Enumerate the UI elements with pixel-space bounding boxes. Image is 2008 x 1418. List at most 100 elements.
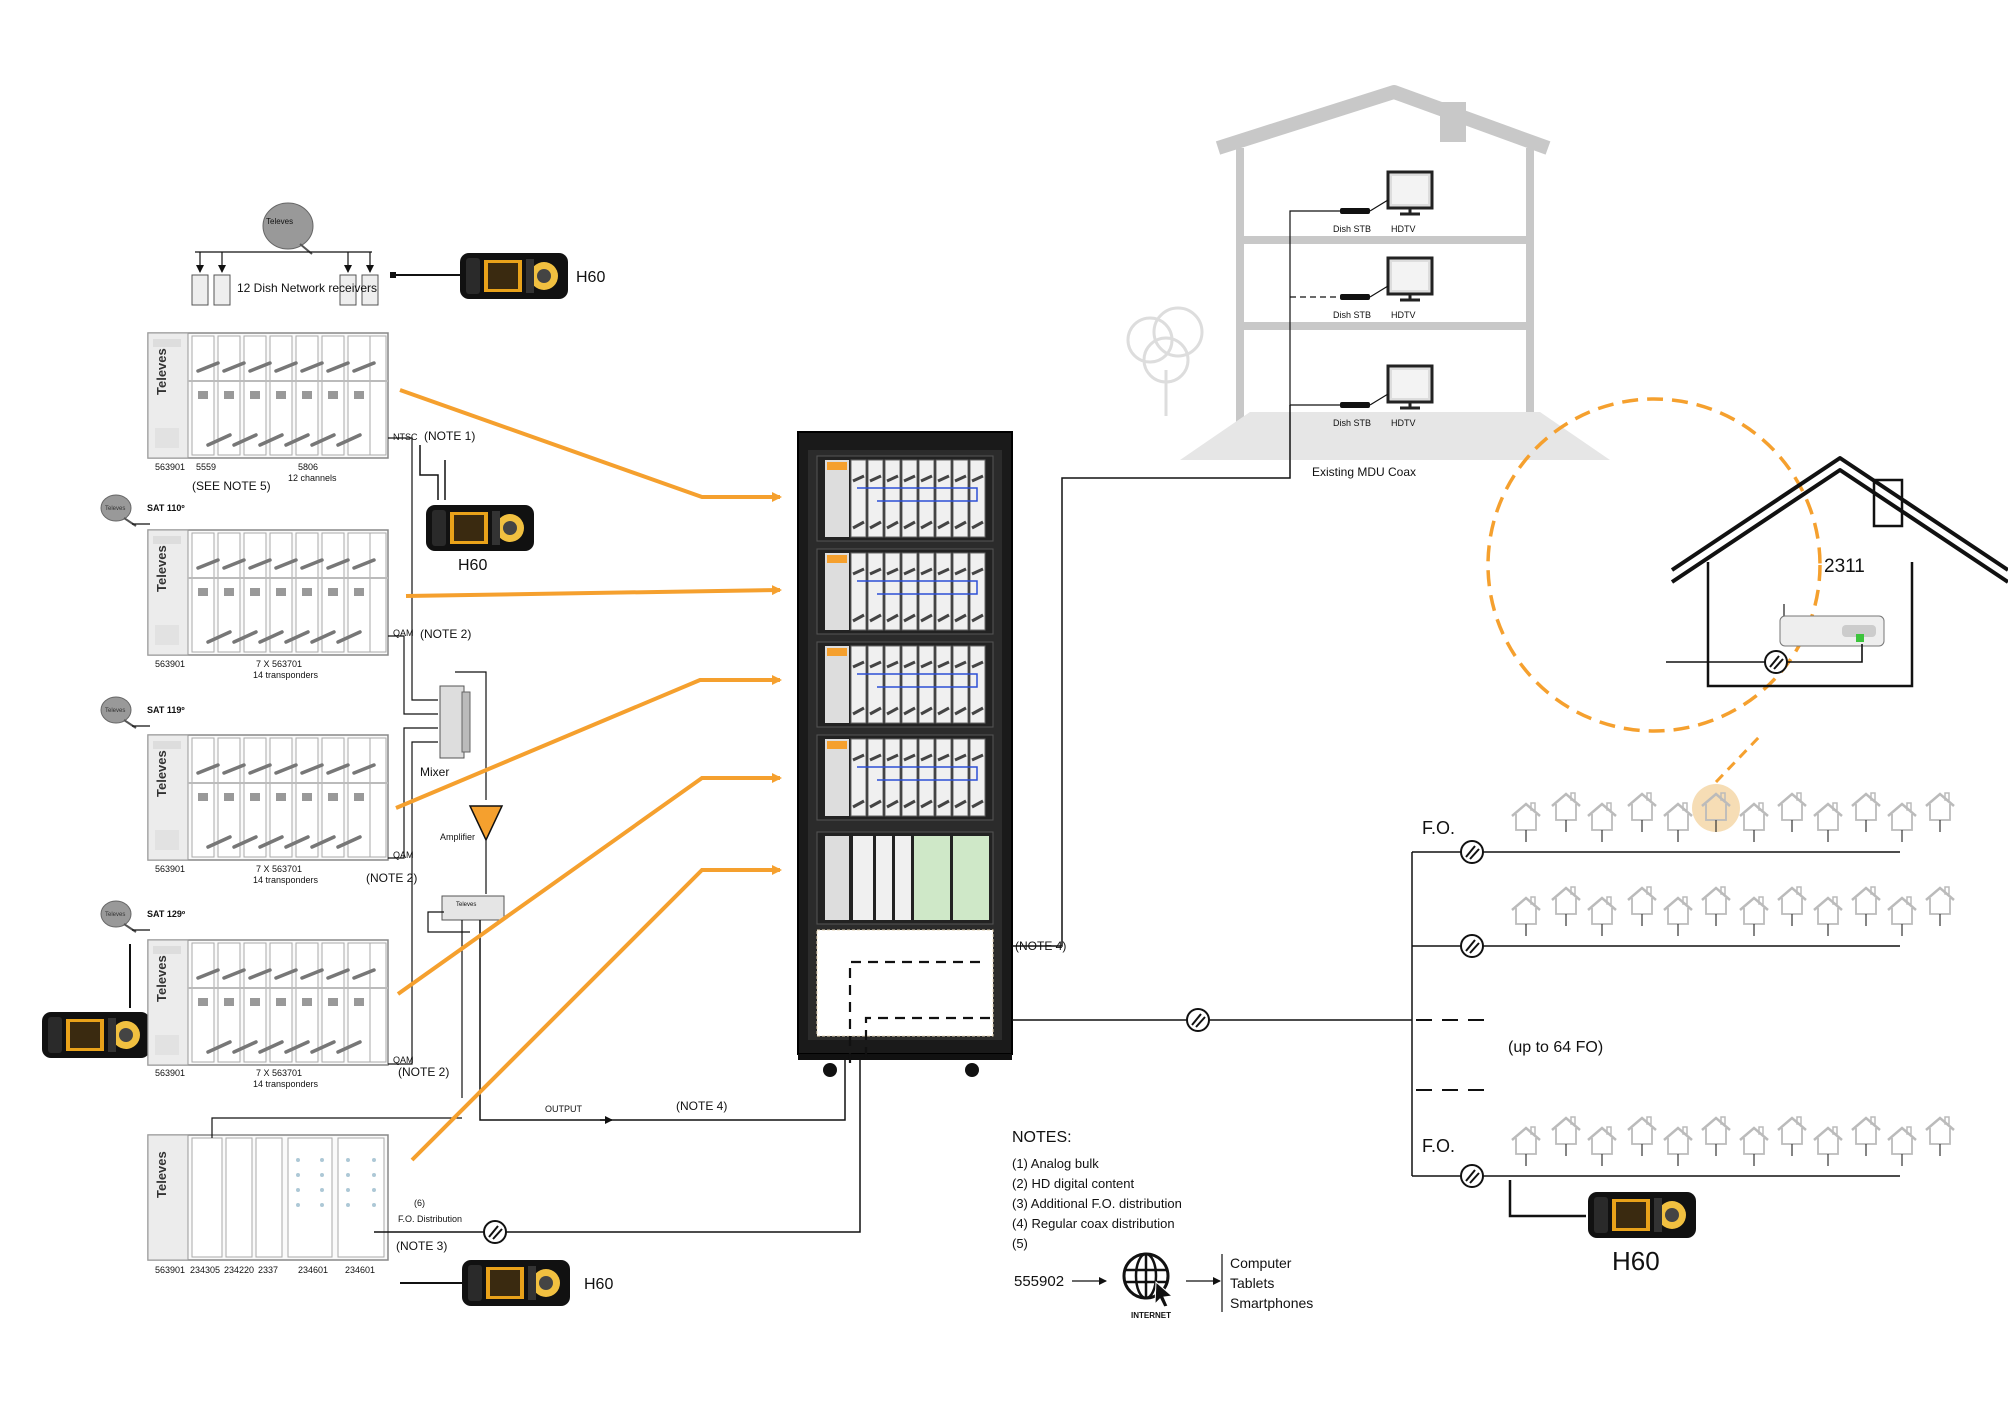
dish-network-satellite: Televes [262,202,314,255]
home-detail-walls [1706,478,1914,688]
device-tablets: Tablets [1230,1275,1274,1291]
sat129-label: SAT 129º [147,909,186,919]
existing-coax-label: Existing MDU Coax [1312,465,1416,479]
qam-wiring [388,437,487,1065]
note3-label: (NOTE 3) [396,1239,447,1253]
fo-splice-main [1186,1008,1210,1032]
fo-splice-1 [1460,840,1484,864]
fo-rack-model-1: 563901 [155,1265,185,1275]
fo-label-bottom: F.O. [1422,1136,1455,1156]
h60-meter-second [426,505,534,551]
rack3-model-b: 7 X 563701 [256,864,302,874]
fo-trunk [1012,851,1900,1177]
tv-floor-1 [1386,170,1434,216]
hdtv-label-3: HDTV [1391,418,1416,428]
h60-label-top: H60 [576,269,605,286]
dish-receiver-boxes [191,274,379,306]
dish-stb-label-2: Dish STB [1333,310,1371,320]
rack2-model-a: 563901 [155,659,185,669]
note4-label-a: (NOTE 4) [676,1099,727,1113]
rack1-model-b: 5559 [196,462,216,472]
orange-arrows [395,388,782,1162]
fo-rack-model-6: 234601 [345,1265,375,1275]
note2-label-b: (NOTE 2) [366,871,417,885]
note-item-3: (3) Additional F.O. distribution [1012,1196,1182,1211]
tv-floor-3 [1386,364,1434,410]
h60-meter-top [460,253,568,299]
note2-label-a: (NOTE 2) [420,627,471,641]
h60-meter-right [1588,1192,1696,1238]
splitter: Televes [441,895,505,921]
note-item-5: (5) [1012,1236,1028,1251]
ntsc-label: NTSC [393,432,418,442]
headend-rack-1 [146,331,390,460]
dish-stb-label-3: Dish STB [1333,418,1371,428]
output-label: OUTPUT [545,1104,583,1114]
rack3-model-a: 563901 [155,864,185,874]
stb-floor-1 [1340,208,1370,214]
svg-text:Televes: Televes [456,902,476,908]
h60-label-second: H60 [458,557,487,574]
qam-label-4: QAM [393,1055,414,1065]
mixer-label: Mixer [420,765,449,779]
sat110-dish [100,494,137,527]
h60-meter-left [42,1012,150,1058]
qam-label-3: QAM [393,850,414,860]
home-detail-house [1518,362,1870,578]
fo-rack-model-4: 2337 [258,1265,278,1275]
svg-text:Televes: Televes [266,217,293,226]
qam-label-2: QAM [393,628,414,638]
internet-label: INTERNET [1131,1311,1171,1320]
amplifier-label: Amplifier [440,832,475,842]
note-item-2: (2) HD digital content [1012,1176,1134,1191]
sat119-label: SAT 119º [147,705,185,715]
fo-distribution-num: (6) [414,1198,425,1208]
rack1-model-a: 563901 [155,462,185,472]
highlighted-home [1692,784,1740,832]
h60-label-right: H60 [1612,1246,1660,1276]
homes-row-3 [1510,1115,1956,1168]
note1-label: (NOTE 1) [424,429,475,443]
stb-floor-3 [1340,402,1370,408]
main-cabinet [797,431,1013,1077]
homes-row-2 [1510,885,1956,938]
notes-title: NOTES: [1012,1129,1072,1146]
h60-label-bottom: H60 [584,1276,613,1293]
home-detail-roof [1670,456,2008,584]
fo-rack-model-5: 234601 [298,1265,328,1275]
rack1-model-c: 5806 [298,462,318,472]
note-item-1: (1) Analog bulk [1012,1156,1099,1171]
fo-rack-model-3: 234220 [224,1265,254,1275]
dish-receivers-label: 12 Dish Network receivers [237,281,377,295]
rack2-sub: 14 transponders [253,670,319,680]
headend-rack-4 [146,938,390,1067]
sat129-dish [100,900,137,933]
headend-rack-3 [146,733,390,862]
fo-dashed-branches [1416,1019,1484,1091]
rack4-sub: 14 transponders [253,1079,319,1089]
rack2-model-b: 7 X 563701 [256,659,302,669]
device-smartphones: Smartphones [1230,1295,1313,1311]
mdu-building [1126,85,1610,460]
model-555902-label: 555902 [1014,1273,1064,1290]
headend-rack-2 [146,528,390,657]
hdtv-label-1: HDTV [1391,224,1416,234]
fo-splice-bottom [483,1220,507,1244]
sat119-dish [100,696,137,729]
internet-globe-icon [1122,1252,1174,1308]
ont-device [1779,604,1885,647]
fo-splice-2 [1460,934,1484,958]
home-splice [1764,650,1788,674]
amplifier-icon [468,805,504,842]
note-item-4: (4) Regular coax distribution [1012,1216,1175,1231]
rack4-model-b: 7 X 563701 [256,1068,302,1078]
dish-feed-lines [195,251,374,273]
fo-rack: Televes [147,1134,389,1261]
see-note5: (SEE NOTE 5) [192,479,271,493]
dish-stb-label-1: Dish STB [1333,224,1371,234]
rack3-sub: 14 transponders [253,875,319,885]
fo-rack-model-2: 234305 [190,1265,220,1275]
fo-splice-3 [1460,1164,1484,1188]
device-computer: Computer [1230,1255,1292,1271]
